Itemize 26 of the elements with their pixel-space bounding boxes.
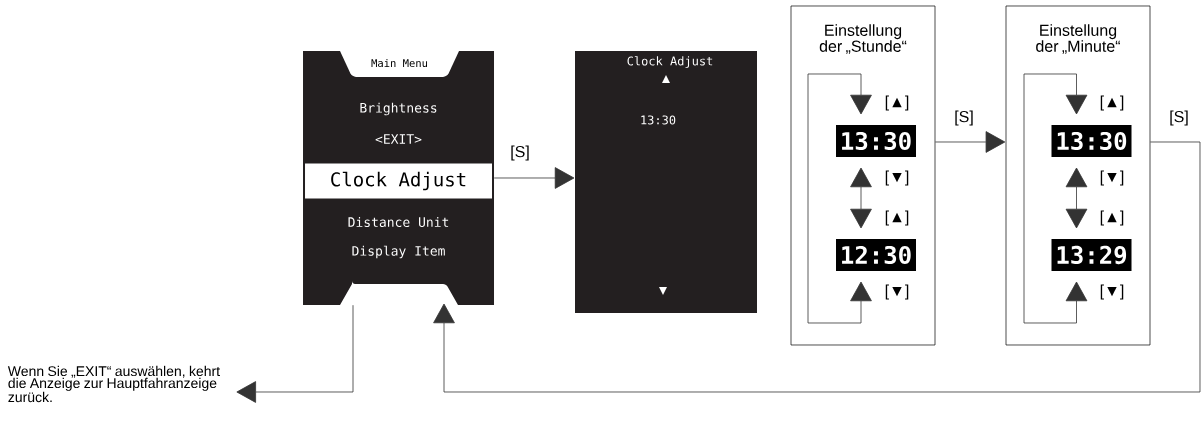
time-display: 13:29 [1051, 239, 1132, 271]
arrow [493, 167, 575, 189]
screen-text: Clock Adjust [627, 56, 713, 68]
arrow [1023, 73, 1088, 324]
menu-item: Display Item [352, 245, 445, 259]
menu-item: Brightness [360, 102, 437, 116]
edge-label: [S] [509, 144, 531, 162]
arrow [236, 304, 354, 403]
edge-label: [S] [953, 109, 975, 127]
edge-label: [S] [1168, 109, 1190, 127]
arrow [934, 131, 1006, 153]
note-text: Wenn Sie „EXIT“ auswählen, kehrt die Anzeige zur Hauptfahranzeige zurück. [7, 365, 220, 403]
arrow [1065, 167, 1088, 229]
time-display: 13:30 [836, 125, 916, 157]
node-label: Clock Adjust [331, 171, 466, 191]
time-display: 12:30 [836, 239, 916, 271]
time-display: 13:30 [1051, 125, 1132, 157]
arrow [807, 73, 872, 324]
node-label: Main Menu [371, 58, 428, 68]
menu-item: Distance Unit [348, 216, 449, 228]
screen-text: 13:30 [641, 115, 676, 125]
arrow [850, 167, 872, 229]
menu-title-tab: Main Menu [340, 51, 459, 77]
menu-item: <EXIT> [375, 134, 422, 144]
selected-menu-item: Clock Adjust [305, 163, 492, 199]
arrow [433, 141, 1201, 393]
